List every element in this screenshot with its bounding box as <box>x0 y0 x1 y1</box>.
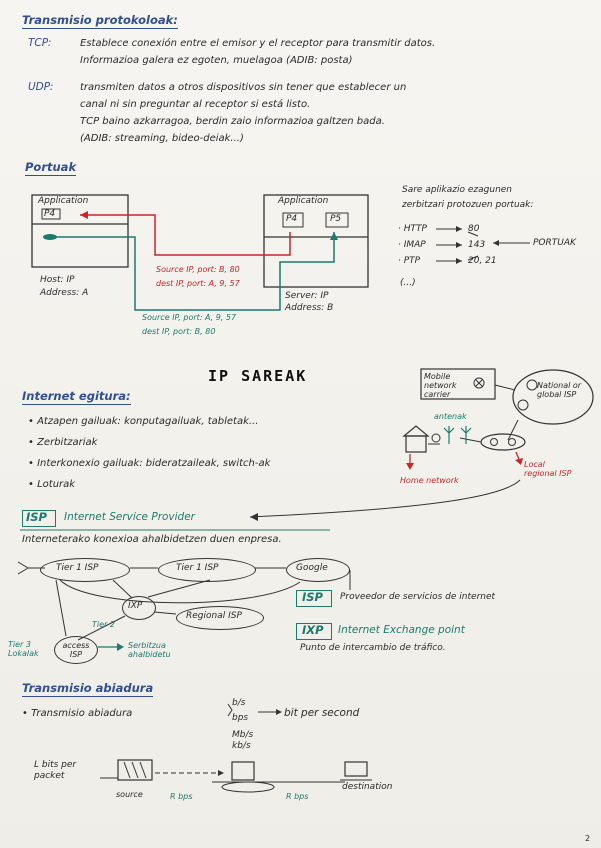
server-app-label: Application <box>278 196 329 206</box>
port-imap: · IMAP <box>398 240 426 250</box>
server-address-label: Address: B <box>285 303 334 313</box>
server-p5-box <box>325 212 349 228</box>
tcp-line1: Establece conexión entre el emisor y el … <box>80 38 436 49</box>
red-arrow <box>80 214 291 256</box>
isp-def-box <box>296 590 332 607</box>
google-ellipse <box>286 558 350 582</box>
red-source-label: Source IP, port: B, 80 <box>156 265 240 274</box>
google-label: Google <box>296 563 328 573</box>
ixp-title: Internet Exchange point <box>338 624 465 636</box>
note-line1: Sare aplikazio ezagunen <box>402 185 513 195</box>
rate-label-1: R bps <box>170 792 193 801</box>
udp-line4: (ADIB: streaming, bideo-deiak...) <box>80 133 244 144</box>
host-address-label: Address: A <box>40 288 89 298</box>
ixp-def-box-label: IXP <box>302 623 324 637</box>
rate-label-2: R bps <box>286 792 309 801</box>
port-ptp-num: 20, 21 <box>468 256 497 266</box>
ixp-label: IXP <box>128 601 143 611</box>
source-label: source <box>116 790 143 799</box>
server-box <box>263 194 369 288</box>
ports-etc: (...) <box>400 278 416 288</box>
udp-label: UDP: <box>28 81 54 93</box>
portuak-label: PORTUAK <box>533 238 576 248</box>
port-http: · HTTP <box>398 224 427 234</box>
access-isp-label: access ISP <box>62 641 90 659</box>
serbitzua-label: Serbitzua ahalbidetu <box>128 641 171 659</box>
tcp-line2: Informazioa galera ez egoten, muelagoa (… <box>80 55 353 66</box>
access-isp-ellipse <box>54 636 98 664</box>
national-isp-label: National or global ISP <box>537 381 582 399</box>
teal-dest-label: dest IP, port: B, 80 <box>142 327 216 336</box>
ixp-def-box <box>296 623 332 640</box>
destination-computer-icon <box>344 761 368 777</box>
port-http-num: 80 <box>468 224 480 234</box>
structure-item-3: • Interkonexio gailuak: bideratzaileak, … <box>28 458 271 469</box>
teal-arrow <box>45 232 335 311</box>
isp-title: Internet Service Provider <box>64 511 196 523</box>
host-p4-box <box>41 208 61 220</box>
tier2-label: Tier 2 <box>92 620 115 629</box>
tier1b-isp-label: Tier 1 ISP <box>176 563 219 573</box>
udp-line1: transmiten datos a otros dispositivos si… <box>80 82 407 93</box>
teal-source-label: Source IP, port: A, 9, 57 <box>142 313 237 322</box>
isp-def-box-label: ISP <box>302 590 323 604</box>
source-device-icon <box>117 759 153 781</box>
host-app-label: Application <box>38 196 89 206</box>
note-line2: zerbitzari protozuen portuak: <box>402 200 534 210</box>
local-isp-label: Local regional ISP <box>524 460 572 478</box>
antenna-label: antenak <box>434 412 467 421</box>
internet-structure-title: Internet egitura: <box>22 389 131 405</box>
unit-mbs: Mb/s <box>232 730 254 740</box>
isp-description: Interneterako konexioa ahalbidetzen duen… <box>22 534 282 545</box>
port-imap-num: 143 <box>468 240 486 250</box>
isp-box-label: ISP <box>26 510 47 524</box>
udp-line3: TCP baino azkarragoa, berdin zaio inform… <box>80 116 385 127</box>
bit-per-second: bit per second <box>284 707 360 719</box>
section1-title: Transmisio protokoloak: <box>22 13 178 29</box>
isp-definition: Proveedor de servicios de internet <box>340 592 496 602</box>
server-p4-label: P4 <box>286 214 298 224</box>
national-isp-ellipse <box>512 369 594 425</box>
house-icon <box>405 435 427 453</box>
ixp-ellipse <box>122 596 156 620</box>
destination-label: destination <box>342 782 393 792</box>
section5-title: Transmisio abiadura <box>22 681 154 697</box>
tier1-isp-ellipse <box>40 558 130 582</box>
ixp-definition: Punto de intercambio de tráfico. <box>300 643 446 653</box>
page-number: 2 <box>585 834 591 843</box>
unit-kbs: kb/s <box>232 741 251 751</box>
bits-per-packet-label: L bits per packet <box>34 760 77 781</box>
tier3-label: Tier 3 Lokalak <box>8 640 39 658</box>
udp-line2: canal ni sin preguntar al receptor si es… <box>80 99 311 110</box>
structure-item-1: • Atzapen gailuak: konputagailuak, table… <box>28 416 259 427</box>
server-p5-label: P5 <box>330 214 342 224</box>
server-ip-label: Server: IP <box>285 291 329 301</box>
tier1-isp-label: Tier 1 ISP <box>56 563 99 573</box>
isp-title-box <box>22 510 56 527</box>
local-isp-ellipse <box>480 433 526 451</box>
red-dest-label: dest IP, port: A, 9, 57 <box>156 279 240 288</box>
host-ip-label: Host: IP <box>40 275 75 285</box>
transmission-item: • Transmisio abiadura <box>22 708 133 719</box>
server-p4-box <box>282 212 304 228</box>
structure-item-4: • Loturak <box>28 479 76 490</box>
structure-item-2: • Zerbitzariak <box>28 437 98 448</box>
home-network-label: Home network <box>400 476 459 485</box>
router-icon <box>231 761 255 781</box>
mobile-carrier-label: Mobile network carrier <box>424 372 457 399</box>
section2-title: Portuak <box>25 160 77 176</box>
regional-isp-ellipse <box>176 606 264 630</box>
unit-bps: bps <box>232 713 249 723</box>
tcp-label: TCP: <box>28 37 52 49</box>
tier1b-isp-ellipse <box>158 558 256 582</box>
host-box <box>31 194 129 268</box>
host-p4-label: P4 <box>44 209 56 219</box>
section3-title: IP SAREAK <box>208 367 308 385</box>
regional-isp-label: Regional ISP <box>186 611 242 621</box>
unit-bs: b/s <box>232 698 246 708</box>
port-ptp: · PTP <box>398 256 421 266</box>
mobile-box <box>420 368 496 400</box>
